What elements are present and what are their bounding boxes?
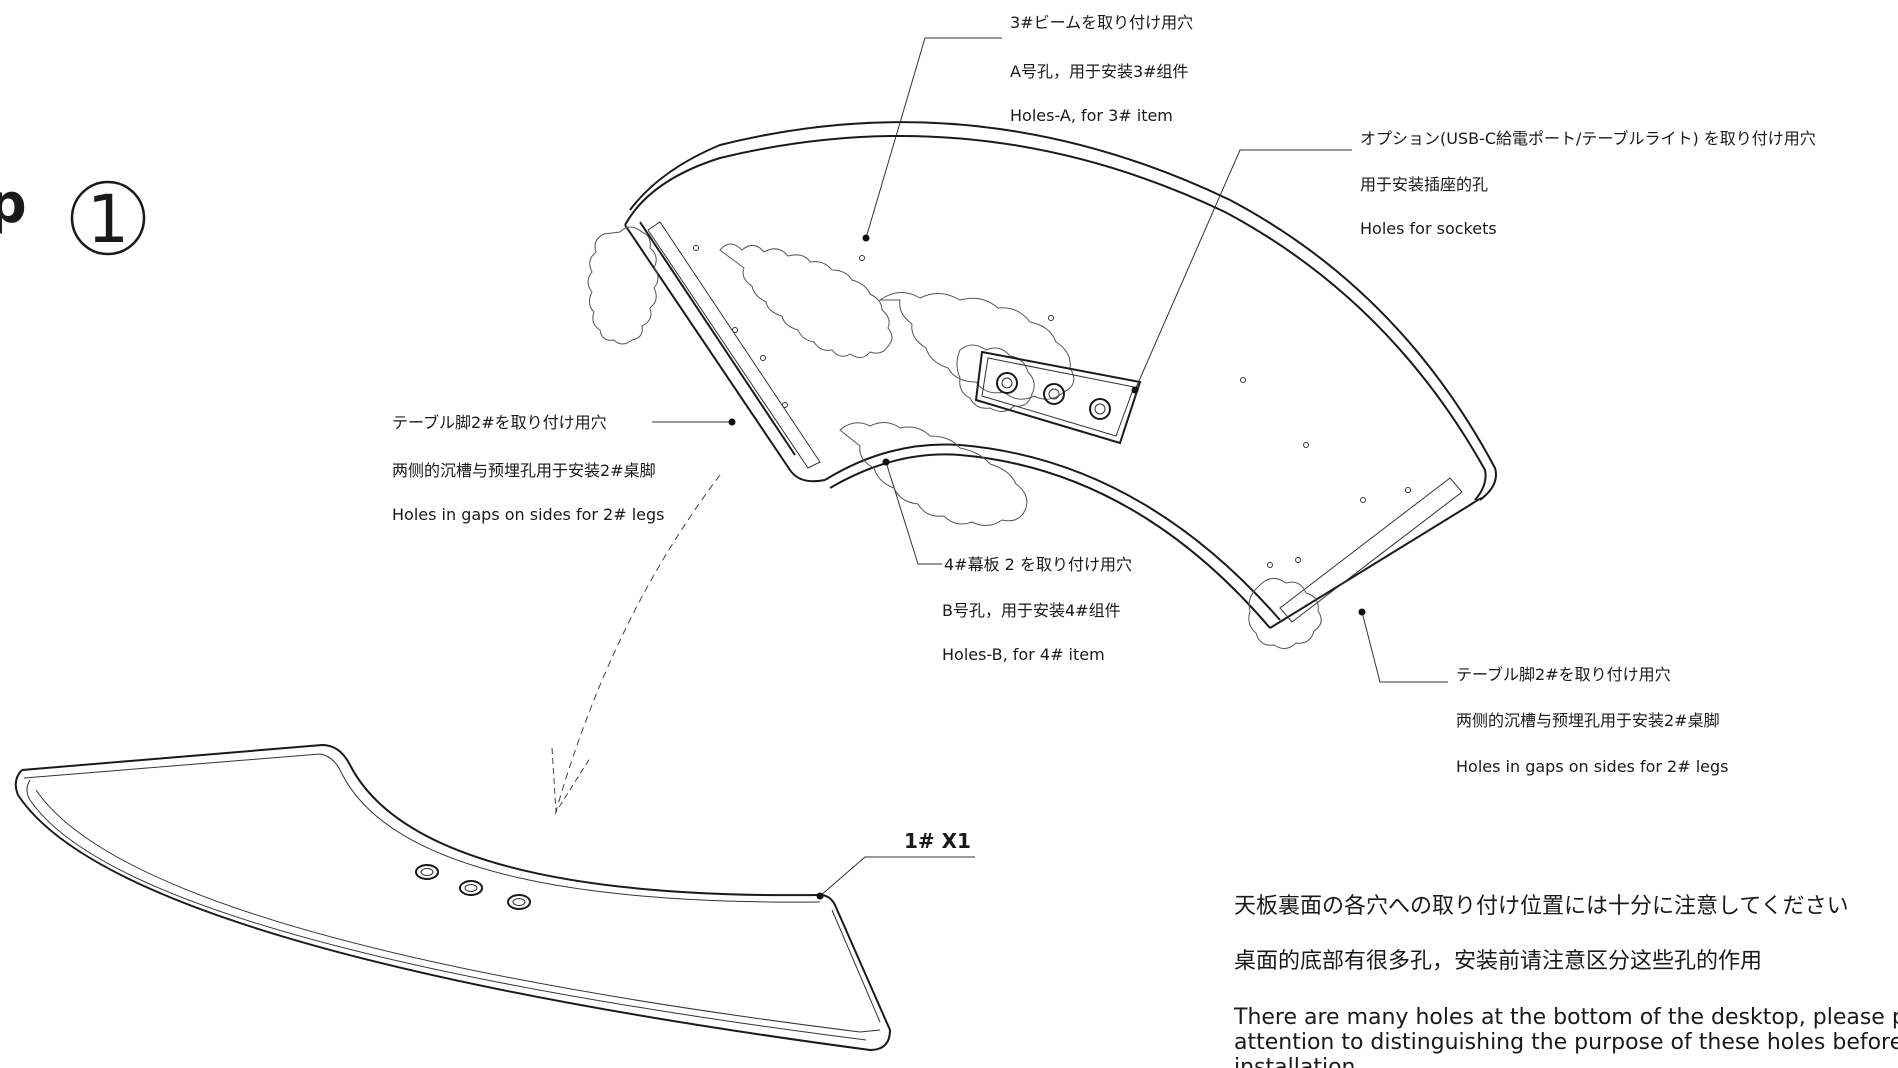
socket-plate bbox=[974, 350, 1142, 445]
step-prefix: p bbox=[0, 172, 27, 235]
top-hole bbox=[507, 894, 531, 910]
callout-legs-left-ja: テーブル脚2#を取り付け用穴 bbox=[392, 413, 607, 432]
socket-hole bbox=[1089, 398, 1111, 420]
callout-holes-b-ja: 4#幕板 2 を取り付け用穴 bbox=[944, 555, 1132, 574]
callout-holes-b-en: Holes-B, for 4# item bbox=[942, 645, 1105, 664]
callout-legs-right-en: Holes in gaps on sides for 2# legs bbox=[1456, 757, 1729, 776]
callout-holes-b: 4#幕板 2 を取り付け用穴 B号孔，用于安装4#组件 Holes-B, for… bbox=[882, 458, 1132, 664]
callout-legs-left-en: Holes in gaps on sides for 2# legs bbox=[392, 505, 665, 524]
callout-legs-right: テーブル脚2#を取り付け用穴 两侧的沉槽与预埋孔用于安装2#桌脚 Holes i… bbox=[1358, 608, 1729, 776]
callout-holes-a: 3#ビームを取り付け用穴 A号孔，用于安装3#组件 Holes-A, for 3… bbox=[862, 13, 1193, 242]
callout-holes-b-zh: B号孔，用于安装4#组件 bbox=[942, 601, 1121, 620]
step-number-badge: 1 bbox=[70, 180, 146, 258]
callout-holes-a-en: Holes-A, for 3# item bbox=[1010, 106, 1173, 125]
callout-sockets-ja: オプション(USB-C給電ポート/テーブルライト) を取り付け用穴 bbox=[1360, 129, 1816, 148]
part-label: 1# X1 bbox=[904, 829, 971, 853]
note-en-line3: installation bbox=[1234, 1055, 1355, 1068]
callout-holes-a-zh: A号孔，用于安装3#组件 bbox=[1010, 62, 1189, 81]
note-ja: 天板裏面の各穴への取り付け位置には十分に注意してください bbox=[1234, 894, 1849, 919]
top-hole bbox=[415, 864, 439, 880]
callout-legs-left: テーブル脚2#を取り付け用穴 两侧的沉槽与预埋孔用于安装2#桌脚 Holes i… bbox=[392, 413, 736, 524]
note-en-line2: attention to distinguishing the purpose … bbox=[1234, 1030, 1898, 1055]
socket-hole bbox=[1043, 383, 1065, 405]
callout-sockets-en: Holes for sockets bbox=[1360, 219, 1497, 238]
top-hole bbox=[459, 880, 483, 896]
callout-sockets: オプション(USB-C給電ポート/テーブルライト) を取り付け用穴 用于安装插座… bbox=[1131, 129, 1816, 394]
callout-sockets-zh: 用于安装插座的孔 bbox=[1360, 175, 1488, 194]
callout-legs-left-zh: 两侧的沉槽与预埋孔用于安装2#桌脚 bbox=[392, 461, 656, 480]
step-number: 1 bbox=[87, 181, 129, 258]
callout-legs-right-zh: 两侧的沉槽与预埋孔用于安装2#桌脚 bbox=[1456, 711, 1720, 730]
note-zh: 桌面的底部有很多孔，安装前请注意区分这些孔的作用 bbox=[1234, 949, 1762, 974]
hole-dots bbox=[693, 245, 1411, 568]
installation-notes: 天板裏面の各穴への取り付け位置には十分に注意してください 桌面的底部有很多孔，安… bbox=[1233, 894, 1898, 1068]
note-en-line1: There are many holes at the bottom of th… bbox=[1233, 1005, 1898, 1030]
callout-legs-right-ja: テーブル脚2#を取り付け用穴 bbox=[1456, 665, 1671, 684]
desktop-top-view bbox=[14, 743, 892, 1052]
callout-holes-a-ja: 3#ビームを取り付け用穴 bbox=[1010, 13, 1193, 32]
flip-arrow bbox=[551, 474, 721, 816]
part-callout: 1# X1 bbox=[816, 829, 975, 900]
socket-hole bbox=[996, 372, 1018, 394]
